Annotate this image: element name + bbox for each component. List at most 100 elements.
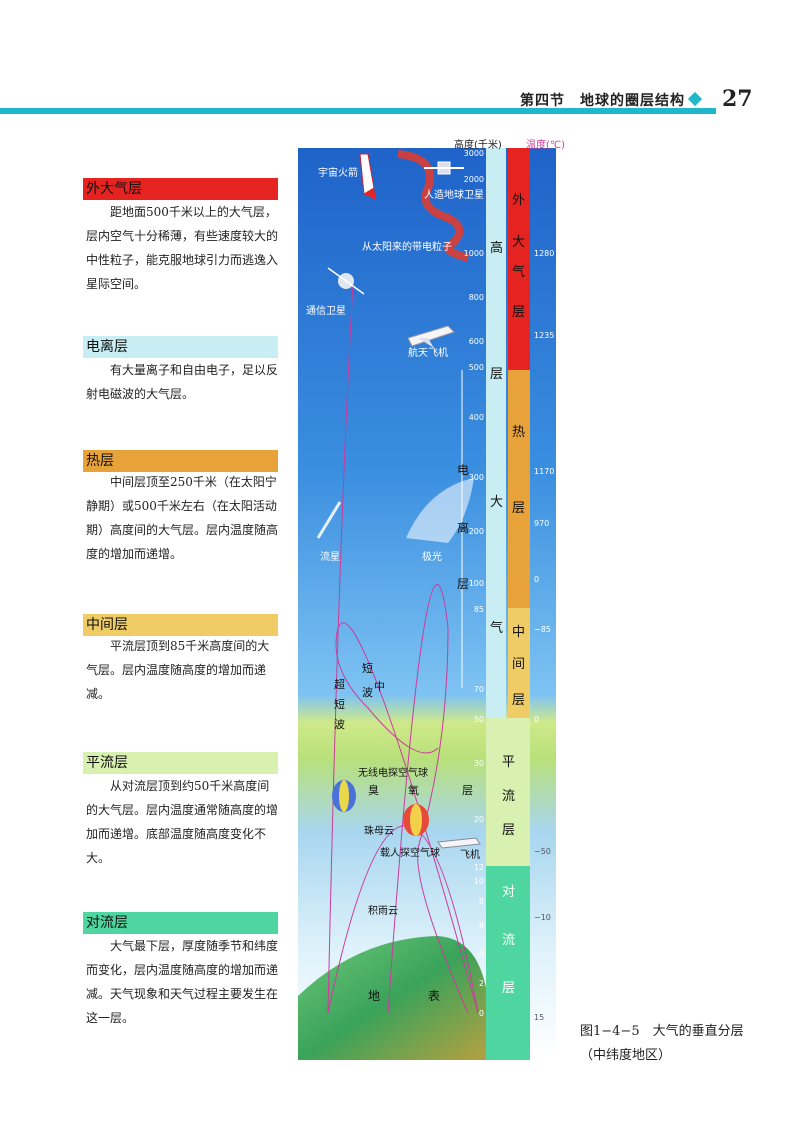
exosphere-band: [508, 148, 530, 370]
height-ticks: 3000 2000 1000 800 600 500 400 300 200 1…: [464, 149, 484, 1018]
high-atmo-char-1: 高: [490, 240, 503, 256]
meteor-label: 流星: [320, 550, 340, 563]
height-tick: 3000: [464, 149, 484, 158]
height-tick: 20: [474, 815, 484, 824]
height-tick: 100: [469, 579, 484, 588]
ionosphere-char-2: 离: [457, 520, 469, 535]
radio-path-3: [335, 622, 479, 1014]
temp-tick: −50: [534, 847, 551, 856]
layer-tag-stratosphere: 平流层: [83, 752, 278, 774]
nacreous-label: 珠母云: [364, 824, 394, 837]
height-tick: 10: [474, 877, 484, 886]
temp-tick: 1280: [534, 249, 554, 258]
plane-icon: [437, 837, 481, 849]
height-tick: 400: [469, 413, 484, 422]
surface-label-1: 地: [368, 989, 380, 1003]
temp-tick: −10: [534, 913, 551, 922]
layer-tag-ionosphere: 电离层: [83, 336, 278, 358]
layer-desc-exosphere: 距地面500千米以上的大气层，层内空气十分稀薄，有些速度较大的中性粒子，能克服地…: [86, 205, 279, 291]
thermosphere-char: 热: [512, 425, 525, 440]
surface-label-2: 表: [428, 989, 440, 1003]
manned-balloon-label: 载人探空气球: [380, 846, 440, 859]
atmosphere-diagram: 地 表 宇宙火箭 人造地球卫星 从太阳来的带电粒子 通信卫星 航天飞机 流星 极…: [298, 148, 556, 1060]
ozone-label-2: 氧: [408, 783, 419, 797]
radiosonde-balloon-icon: [332, 780, 356, 812]
page-number: 27: [722, 86, 753, 112]
temp-ticks: 1280 1235 1170 970 0 −85 0 −50 −10 15: [534, 249, 554, 1022]
layer-tag-thermosphere: 热层: [83, 450, 278, 472]
section-title: 第四节 地球的圈层结构: [520, 93, 685, 109]
layer-desc-ionosphere: 有大量离子和自由电子，足以反射电磁波的大气层。: [86, 363, 279, 401]
aurora-icon: [406, 478, 474, 543]
shuttle-icon: [407, 325, 455, 348]
stratosphere-char: 平: [502, 755, 515, 770]
height-axis-label: 高度(千米): [454, 140, 502, 151]
exosphere-char: 层: [512, 305, 525, 320]
comm-satellite-icon: [327, 267, 365, 295]
ozone-label-3: 层: [462, 784, 473, 797]
temp-axis-label: 温度(℃): [526, 140, 566, 151]
cb-label: 积雨云: [368, 905, 398, 917]
high-atmo-column: [486, 148, 506, 718]
shortwave-path: [327, 282, 354, 1014]
earth-surface: [298, 936, 490, 1060]
thermosphere-band: [508, 370, 530, 608]
height-tick: 300: [469, 473, 484, 482]
mesosphere-char: 层: [512, 693, 525, 708]
exosphere-char: 大: [512, 235, 525, 250]
radio-path-4: [387, 584, 469, 1014]
temp-tick: 15: [534, 1013, 544, 1022]
height-tick: 2000: [464, 175, 484, 184]
exosphere-char: 气: [512, 264, 525, 280]
ionosphere-char-1: 电: [457, 463, 469, 477]
midwave-label-1: 短: [362, 661, 373, 675]
shuttle-label: 航天飞机: [408, 346, 448, 359]
figure-caption: 图1−4−5 大气的垂直分层（中纬度地区）: [580, 1024, 744, 1063]
diamond-icon: [687, 91, 703, 107]
mesosphere-char: 间: [512, 657, 525, 672]
stratosphere-char: 层: [502, 823, 515, 838]
temp-tick: 970: [534, 519, 549, 528]
layer-desc-mesosphere: 平流层顶到85千米高度间的大气层。层内温度随高度的增加而递减。: [86, 639, 270, 701]
mesosphere-char: 中: [512, 625, 525, 640]
layer-desc-stratosphere: 从对流层顶到约50千米高度间的大气层。层内温度通常随高度的增加而递增。底部温度随…: [86, 779, 279, 865]
temp-tick: 0: [534, 575, 539, 584]
temp-tick: 1170: [534, 467, 554, 476]
thermosphere-char: 层: [512, 501, 525, 516]
satellite-icon: [424, 161, 464, 175]
height-tick: 2: [479, 979, 484, 988]
shortwave-label-2: 短: [334, 697, 345, 711]
height-tick: 1000: [464, 249, 484, 258]
shortwave-label-3: 波: [334, 718, 345, 731]
header-rule: [0, 108, 716, 114]
temp-tick: 0: [534, 715, 539, 724]
stratosphere-band: [486, 718, 530, 866]
high-atmo-char-3: 大: [490, 495, 503, 510]
layer-desc-troposphere: 大气最下层，厚度随季节和纬度而变化，层内温度随高度的增加而递减。天气现象和天气过…: [86, 939, 279, 1025]
height-tick: 30: [474, 759, 484, 768]
layer-tag-troposphere: 对流层: [83, 912, 278, 934]
radiosonde-label: 无线电探空气球: [358, 766, 428, 779]
meteor-icon: [316, 501, 342, 539]
height-tick: 6: [479, 921, 484, 930]
height-tick: 8: [479, 897, 484, 906]
midwave-label-3: 波: [362, 686, 373, 699]
exosphere-char: 外: [512, 193, 525, 208]
height-tick: 800: [469, 293, 484, 302]
ionosphere-char-3: 层: [457, 577, 469, 591]
temp-tick: 1235: [534, 331, 554, 340]
height-tick: 600: [469, 337, 484, 346]
layer-tag-exosphere: 外大气层: [83, 178, 278, 200]
mesosphere-band: [508, 608, 530, 718]
height-tick: 50: [474, 715, 484, 724]
high-atmo-char-4: 气: [490, 620, 503, 636]
height-tick: 4: [479, 949, 484, 958]
comm-label: 通信卫星: [306, 305, 346, 317]
height-tick: 500: [469, 363, 484, 372]
layer-desc-thermosphere: 中间层顶至250千米（在太阳宁静期）或500千米左右（在太阳活动期）高度间的大气…: [86, 475, 279, 561]
stratosphere-char: 流: [502, 789, 515, 804]
troposphere-char: 流: [502, 933, 515, 948]
troposphere-band: [486, 866, 530, 1060]
troposphere-char: 层: [502, 981, 515, 996]
layer-tag-mesosphere: 中间层: [83, 614, 278, 636]
